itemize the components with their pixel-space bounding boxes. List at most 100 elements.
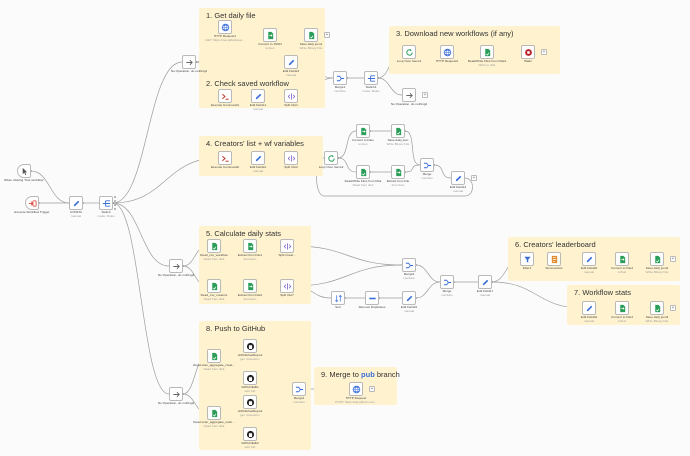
node-summarize1[interactable] [547, 252, 561, 266]
node-split-out2[interactable] [284, 151, 298, 165]
add-node-button[interactable]: + [324, 32, 330, 38]
connection-edit_fields5-merge3[interactable] [415, 281, 441, 299]
node-loop-items2[interactable] [324, 151, 338, 165]
node-split-out7[interactable] [280, 279, 294, 293]
node-github-b[interactable] [243, 371, 257, 385]
save-file-icon [210, 352, 219, 361]
node-exec-cmd1[interactable] [218, 89, 232, 103]
node-title: Merge1 [334, 85, 346, 89]
node-merge1[interactable] [333, 71, 347, 85]
node-http2[interactable] [440, 45, 454, 59]
connection-switch-noop4[interactable] [112, 202, 170, 395]
node-wait1[interactable] [521, 45, 535, 59]
node-extract-file1[interactable] [243, 239, 257, 253]
connection-extract_file-merge_main[interactable] [404, 164, 421, 173]
node-edit-fields6[interactable] [478, 275, 492, 289]
node-save-daily1[interactable] [304, 28, 318, 42]
node-extract-file2[interactable] [243, 279, 257, 293]
connection-trig_click-config[interactable] [30, 170, 70, 204]
node-config[interactable] [69, 196, 83, 210]
add-node-button[interactable]: + [670, 256, 676, 262]
node-title: HTTP Request [345, 396, 367, 400]
node-trig-click[interactable] [17, 164, 31, 178]
node-subtitle: fromJson [391, 182, 405, 187]
add-node-button[interactable]: + [670, 305, 676, 311]
node-edit-fields1[interactable] [251, 89, 265, 103]
connection-switch-noop3[interactable] [112, 202, 170, 267]
node-split-creat[interactable] [280, 239, 294, 253]
node-switch[interactable] [99, 196, 113, 210]
node-conv-json[interactable] [263, 28, 277, 42]
node-noop1[interactable] [182, 55, 196, 69]
node-edit-fields9[interactable] [582, 301, 596, 315]
node-github-c[interactable] [243, 395, 257, 409]
node-read-wf-agg2[interactable] [207, 406, 221, 420]
switch-output-handle[interactable] [114, 196, 116, 198]
node-merge-gh[interactable] [292, 382, 306, 396]
node-github-a[interactable] [243, 339, 257, 353]
node-http-pub[interactable] [349, 382, 363, 396]
node-remove-dup[interactable] [365, 291, 379, 305]
node-noop3[interactable] [169, 259, 183, 273]
switch-output-handle[interactable] [114, 204, 116, 206]
node-http1[interactable] [218, 20, 232, 34]
connection-save_daily-merge_main[interactable] [404, 130, 421, 166]
node-sort[interactable] [331, 291, 345, 305]
connection-switch-noop1[interactable] [112, 61, 183, 204]
connection-switch1-noop2[interactable] [377, 77, 403, 96]
node-split-out1[interactable] [284, 89, 298, 103]
connection-merge_main-edit_fields4[interactable] [433, 164, 452, 179]
node-read-csv-creators[interactable] [207, 279, 221, 293]
node-read-csv-wf[interactable] [207, 239, 221, 253]
node-subtitle: manual [285, 72, 297, 77]
add-node-button[interactable]: + [471, 175, 477, 181]
node-exec-cmd2[interactable] [218, 151, 232, 165]
add-node-button[interactable]: + [422, 92, 428, 98]
node-merge3[interactable] [440, 275, 454, 289]
node-title: Execute Command1 [210, 103, 240, 107]
node-read-write1[interactable] [480, 45, 494, 59]
connection-loop_items2-read_write_files[interactable] [337, 157, 357, 173]
node-github-d[interactable] [243, 427, 257, 441]
node-title: Read_csv_workflow [200, 253, 228, 257]
node-save-daily-md[interactable] [650, 252, 664, 266]
node-title: No Operation, do nothing2 [390, 102, 428, 106]
switch-output-handle[interactable] [114, 200, 116, 202]
node-switch1[interactable] [364, 71, 378, 85]
connection-merge2-merge3[interactable] [415, 264, 441, 283]
node-filter1[interactable] [520, 252, 534, 266]
node-edit-fields3[interactable] [284, 55, 298, 69]
node-read-write-files[interactable] [356, 165, 370, 179]
node-conv-files[interactable] [356, 124, 370, 138]
node-edit-fields2[interactable] [251, 151, 265, 165]
node-edit-fields5[interactable] [402, 291, 416, 305]
node-edit-fields8[interactable] [582, 252, 596, 266]
switch-output-handle[interactable] [114, 208, 116, 210]
save-file-icon [653, 255, 662, 264]
node-save-daily[interactable] [391, 124, 405, 138]
node-merge-main[interactable] [420, 158, 434, 172]
node-edit-fields4[interactable] [451, 171, 465, 185]
node-subtitle: manual [452, 188, 464, 193]
node-save-daily-md2[interactable] [650, 301, 664, 315]
node-title: When clicking 'Test workflow' [4, 178, 44, 182]
node-loop-items1[interactable] [402, 45, 416, 59]
node-convert-md[interactable] [615, 252, 629, 266]
node-convert-md2[interactable] [615, 301, 629, 315]
node-noop4[interactable] [169, 387, 183, 401]
add-node-button[interactable]: + [369, 386, 375, 392]
node-read-wf-agg[interactable] [207, 349, 221, 363]
node-noop2[interactable] [402, 88, 416, 102]
node-extract-file[interactable] [391, 165, 405, 179]
node-label: Split Out7 [257, 293, 317, 298]
add-node-button[interactable]: + [541, 49, 547, 55]
node-merge2[interactable] [402, 258, 416, 272]
node-title: Execute Command2 [210, 165, 240, 169]
connection-loop_items2-conv_files[interactable] [337, 130, 357, 159]
node-trig-exec[interactable] [25, 196, 39, 210]
